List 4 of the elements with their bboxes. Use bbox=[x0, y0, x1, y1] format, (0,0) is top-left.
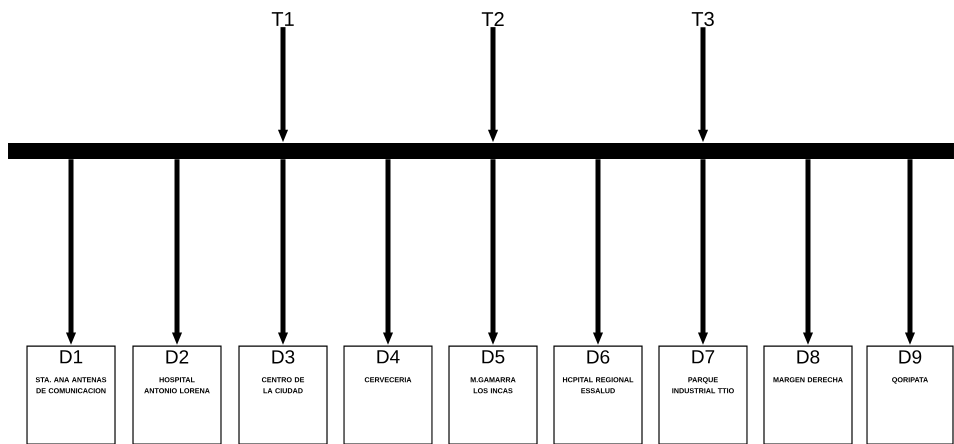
bus-bar bbox=[8, 143, 954, 159]
source-label: T1 bbox=[272, 12, 294, 26]
source-label: T3 bbox=[692, 12, 714, 26]
source-label: T2 bbox=[482, 12, 504, 26]
